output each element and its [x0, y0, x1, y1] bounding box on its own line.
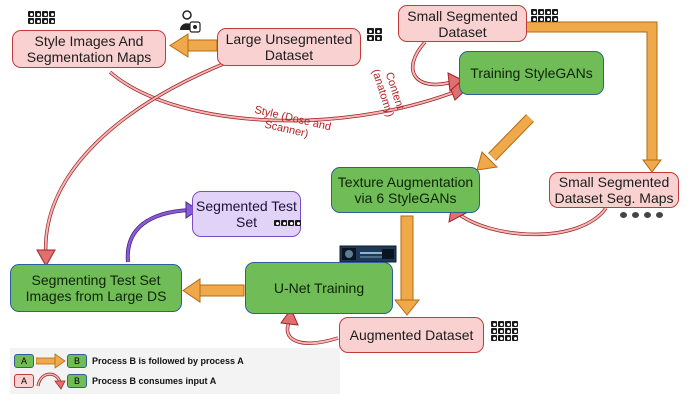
- unet-training-label: U-Net Training: [273, 280, 365, 296]
- legend-box-a-input: A: [14, 374, 34, 388]
- flow-arrow-texture-to-augmented: [393, 215, 421, 316]
- legend-flow-arrow-icon: [36, 353, 66, 369]
- small-segmented-node: Small Segmented Dataset: [398, 5, 527, 42]
- texture-augmentation-label: Texture Augmentation via 6 StyleGANs: [337, 174, 474, 206]
- ct-scan-thumbnails-icon: [28, 11, 55, 24]
- person-icon: [180, 10, 201, 33]
- small-segmented-label: Small Segmented Dataset: [407, 7, 518, 40]
- large-unsegmented-node: Large Unsegmented Dataset: [217, 28, 361, 66]
- flow-arrow-small-to-seg-maps: [527, 21, 662, 173]
- segmented-test-set-node: Segmented Test Set: [192, 191, 301, 237]
- flow-arrow-training-to-texture: [476, 114, 534, 171]
- consume-arrow-segmenting-to-test-set: [125, 201, 199, 263]
- segmented-test-set-label: Segmented Test Set: [196, 198, 297, 230]
- augmented-dataset-node: Augmented Dataset: [339, 317, 484, 353]
- segmenting-test-set-node: Segmenting Test Set Images from Large DS: [10, 264, 182, 312]
- training-stylegans-label: Training StyleGANs: [470, 65, 593, 81]
- segmentation-map-thumbnails-icon: [620, 212, 663, 218]
- legend-box-b-consumer: B: [67, 374, 87, 388]
- legend-consume-text: Process B consumes input A: [92, 376, 217, 386]
- ct-scan-thumbnails-icon: [491, 321, 518, 341]
- small-seg-maps-node: Small Segmented Dataset Seg. Maps: [549, 172, 679, 208]
- legend-consume-arrow-icon: [36, 372, 66, 390]
- legend-follow-text: Process B is followed by process A: [92, 356, 244, 366]
- segmenting-test-set-label: Segmenting Test Set Images from Large DS: [25, 272, 167, 304]
- ct-scan-thumbnails-icon: [274, 220, 301, 226]
- legend-box-b-process: B: [67, 354, 87, 368]
- unet-training-node: U-Net Training: [245, 262, 393, 314]
- augmented-dataset-label: Augmented Dataset: [349, 327, 474, 343]
- ct-scan-thumbnails-icon: [531, 9, 558, 22]
- legend: [10, 348, 340, 394]
- ct-scan-thumbnails-icon: [367, 28, 382, 41]
- flow-arrow-unet-to-segmenting: [182, 278, 245, 303]
- legend-box-a-process: A: [14, 354, 34, 368]
- consume-arrow-large-to-segmenting: [36, 60, 229, 268]
- style-images-node: Style Images And Segmentation Maps: [12, 30, 166, 68]
- small-seg-maps-label: Small Segmented Dataset Seg. Maps: [554, 174, 674, 206]
- style-images-label: Style Images And Segmentation Maps: [26, 33, 152, 65]
- texture-augmentation-node: Texture Augmentation via 6 StyleGANs: [331, 167, 480, 213]
- large-unsegmented-label: Large Unsegmented Dataset: [225, 31, 353, 63]
- training-stylegans-node: Training StyleGANs: [459, 51, 604, 95]
- flow-arrow-large-to-style: [169, 33, 218, 58]
- consume-arrow-augmented-to-unet: [280, 307, 339, 345]
- training-screenshot-icon: [339, 245, 397, 263]
- consume-arrow-small-to-training: [410, 40, 463, 93]
